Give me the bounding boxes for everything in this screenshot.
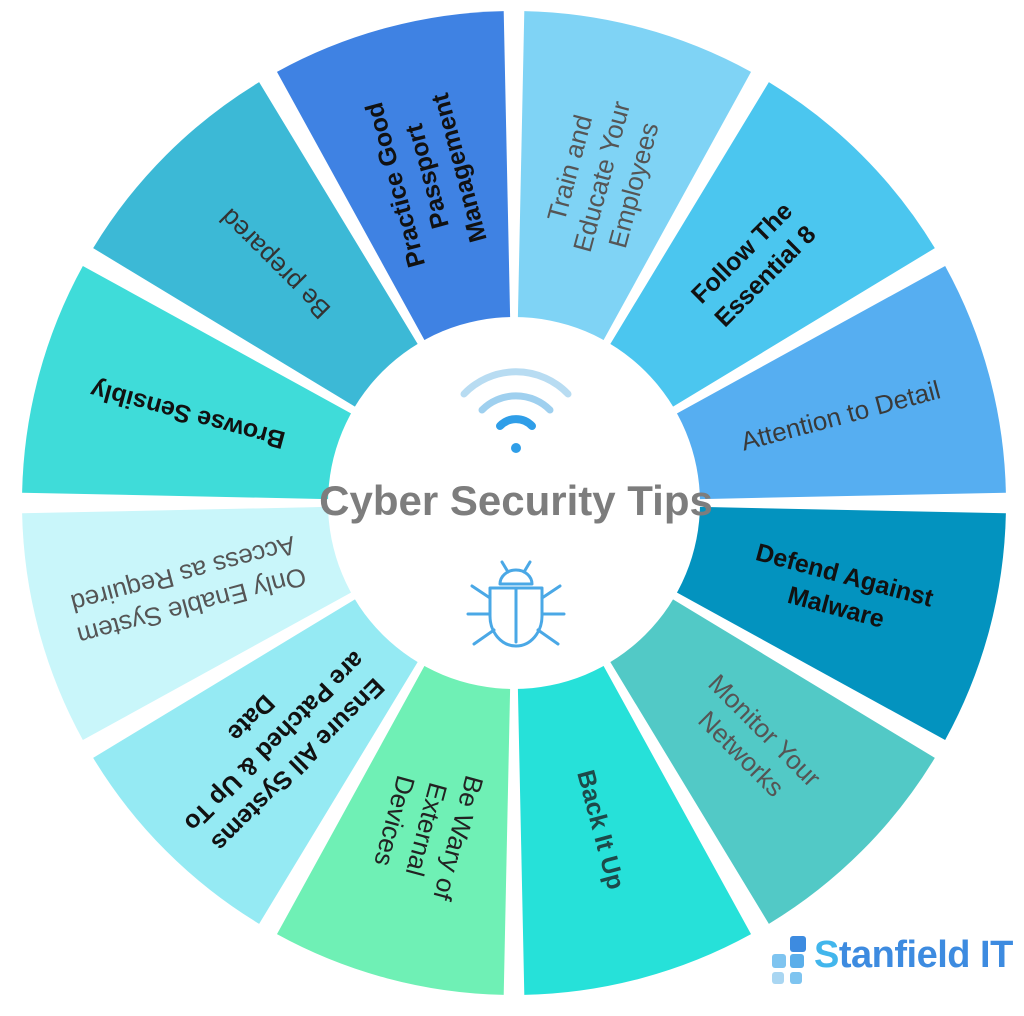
wheel-segment-7 bbox=[276, 651, 511, 995]
wheel-segment-6 bbox=[517, 651, 752, 995]
wheel-segment-12 bbox=[276, 11, 511, 355]
logo-wordmark: Stanfield IT bbox=[814, 934, 1013, 976]
wheel-segment-2 bbox=[602, 82, 935, 415]
wheel-segment-10 bbox=[22, 265, 366, 500]
bug-icon bbox=[466, 560, 566, 648]
wheel-segment-9 bbox=[22, 506, 366, 741]
wheel-segment-3 bbox=[662, 265, 1006, 500]
wheel-segment-8 bbox=[93, 591, 426, 924]
wheel-segment-4 bbox=[662, 506, 1006, 741]
wifi-icon bbox=[460, 368, 572, 453]
center-title: Cyber Security Tips bbox=[319, 477, 713, 524]
logo-squares-icon bbox=[772, 936, 806, 984]
wheel-segment-5 bbox=[602, 591, 935, 924]
wheel-segment-1 bbox=[517, 11, 752, 355]
wheel-segment-11 bbox=[93, 82, 426, 415]
center-hub bbox=[328, 317, 700, 689]
stanfield-it-logo: Stanfield IT bbox=[768, 928, 1018, 998]
